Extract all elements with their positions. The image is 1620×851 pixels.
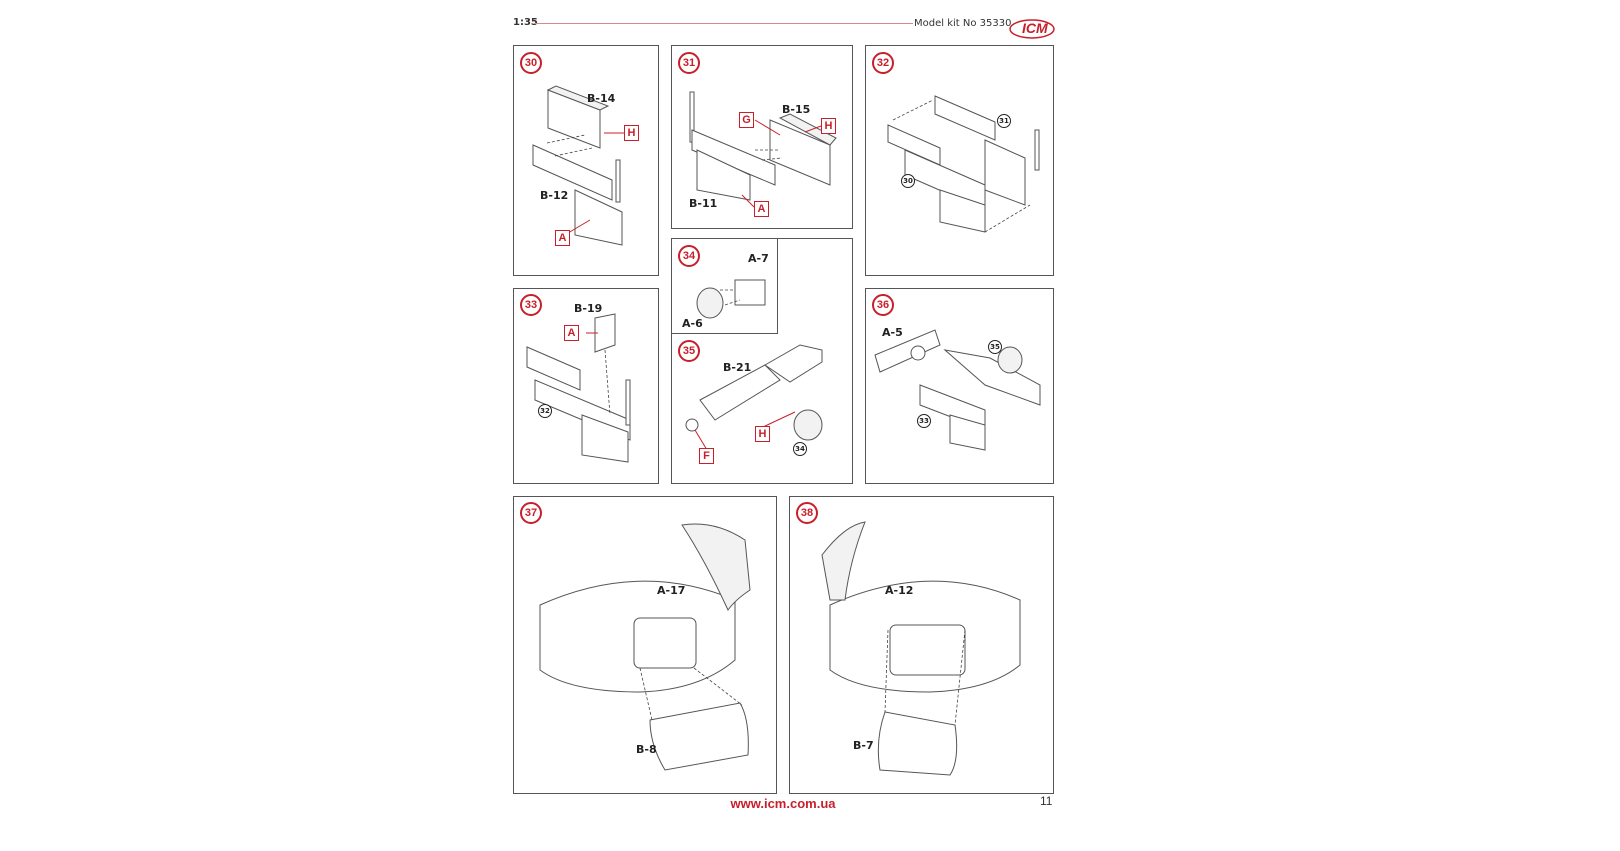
part-label-b19: B-19 <box>574 302 603 315</box>
scale-label: 1:35 <box>513 17 538 28</box>
part-label-b14: B-14 <box>587 92 616 105</box>
step-ref-33: 33 <box>917 414 931 428</box>
step-number-34: 34 <box>678 245 700 267</box>
step-36-panel <box>865 288 1054 484</box>
step-number-36: 36 <box>872 294 894 316</box>
step-ref-31: 31 <box>997 114 1011 128</box>
step-ref-32: 32 <box>538 404 552 418</box>
color-code-g: G <box>739 112 754 128</box>
part-label-b11: B-11 <box>689 197 718 210</box>
part-label-b8: B-8 <box>636 743 657 756</box>
page-number: 11 <box>1040 794 1053 808</box>
step-ref-30: 30 <box>901 174 915 188</box>
part-label-b12: B-12 <box>540 189 569 202</box>
part-label-a12: A-12 <box>885 584 914 597</box>
step-38-panel <box>789 496 1054 794</box>
svg-text:ICM: ICM <box>1022 20 1048 36</box>
website-link[interactable]: www.icm.com.ua <box>730 796 836 811</box>
icm-logo: ICM <box>1008 16 1060 42</box>
step-number-32: 32 <box>872 52 894 74</box>
step-30-panel <box>513 45 659 276</box>
color-code-a: A <box>564 325 579 341</box>
color-code-h: H <box>821 118 836 134</box>
step-33-panel <box>513 288 659 484</box>
part-label-b21: B-21 <box>723 361 752 374</box>
step-number-31: 31 <box>678 52 700 74</box>
color-code-h: H <box>755 426 770 442</box>
step-number-38: 38 <box>796 502 818 524</box>
part-label-a17: A-17 <box>657 584 686 597</box>
kit-number: Model kit No 35330 <box>914 18 1012 29</box>
step-ref-34: 34 <box>793 442 807 456</box>
part-label-b7: B-7 <box>853 739 874 752</box>
color-code-a: A <box>555 230 570 246</box>
header-divider <box>535 23 913 24</box>
step-32-panel <box>865 45 1054 276</box>
step-number-35: 35 <box>678 340 700 362</box>
part-label-a6: A-6 <box>682 317 703 330</box>
color-code-f: F <box>699 448 714 464</box>
part-label-a5: A-5 <box>882 326 903 339</box>
step-number-33: 33 <box>520 294 542 316</box>
step-ref-35: 35 <box>988 340 1002 354</box>
step-number-37: 37 <box>520 502 542 524</box>
color-code-a: A <box>754 201 769 217</box>
part-label-b15: B-15 <box>782 103 811 116</box>
part-label-a7: A-7 <box>748 252 769 265</box>
color-code-h: H <box>624 125 639 141</box>
step-number-30: 30 <box>520 52 542 74</box>
